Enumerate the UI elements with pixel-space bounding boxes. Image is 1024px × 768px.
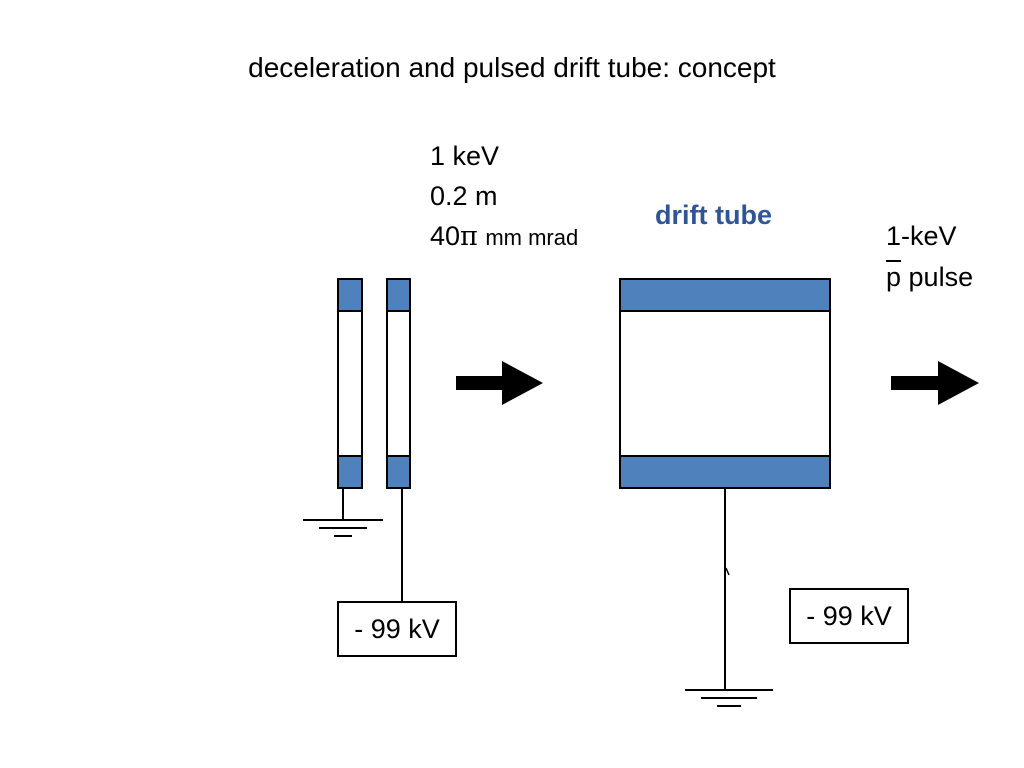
page-title: deceleration and pulsed drift tube: conc…	[248, 52, 776, 83]
emittance-unit: mm mrad	[485, 225, 579, 250]
ground-symbol-right	[685, 488, 773, 707]
drift-tube	[619, 278, 831, 489]
beam-energy: 1 keV	[430, 141, 500, 171]
beam-emittance: 40π mm mrad	[430, 216, 578, 258]
electrode-grounded	[337, 278, 363, 489]
beam-size: 0.2 m	[430, 181, 498, 211]
voltage-left: - 99 kV	[354, 613, 440, 644]
pulse-text: pulse	[901, 262, 974, 292]
output-energy: 1-keV	[886, 221, 957, 251]
emittance-value: 40	[430, 221, 461, 251]
antiproton-pulse: p pulse	[886, 257, 973, 298]
arrow-right-icon	[456, 361, 543, 405]
voltage-box-right: - 99 kV	[789, 588, 909, 644]
drift-tube-label: drift tube	[655, 200, 772, 230]
output-pulse-label: 1-keV p pulse	[886, 216, 973, 298]
voltage-right: - 99 kV	[806, 600, 892, 631]
electrode-biased	[386, 278, 411, 489]
switch-mark	[725, 567, 730, 576]
antiproton-symbol: p	[886, 262, 902, 292]
arrow-right-icon	[891, 361, 979, 405]
ground-symbol-left	[303, 488, 383, 537]
voltage-box-left: - 99 kV	[337, 601, 457, 657]
pi-symbol: π	[460, 221, 478, 252]
beam-parameters: 1 keV 0.2 m 40π mm mrad	[430, 136, 578, 258]
